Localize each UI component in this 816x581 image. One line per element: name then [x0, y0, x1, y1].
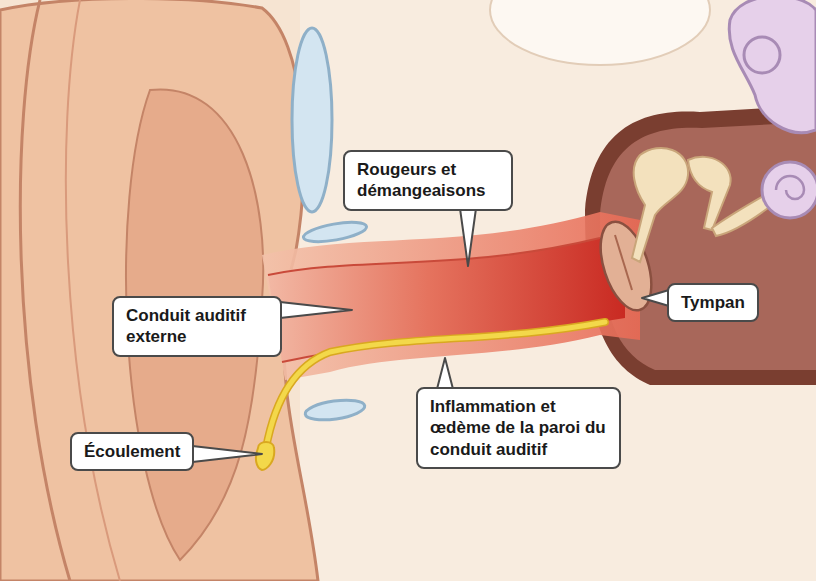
- callout-label: Tympan: [681, 292, 745, 313]
- callout-pointer: [642, 290, 669, 306]
- callout-box: Inflammation et œdème de la paroi du con…: [416, 387, 621, 469]
- callout-box: Conduit auditif externe: [112, 296, 282, 357]
- callout-box: Écoulement: [70, 432, 194, 471]
- cochlea: [762, 162, 816, 218]
- eardrum-detail: [615, 235, 632, 290]
- callout-pointer: [280, 302, 352, 318]
- callout-label: Rougeurs et démangeaisons: [357, 159, 499, 202]
- semicircular-canal: [744, 37, 780, 73]
- callout-box: Tympan: [667, 283, 759, 322]
- callout-pointer: [192, 446, 262, 462]
- callout-label: Inflammation et œdème de la paroi du con…: [430, 396, 607, 460]
- cartilage: [292, 28, 332, 212]
- canal-edge: [268, 238, 600, 275]
- semicircular-canals: [729, 0, 816, 133]
- callout-label: Écoulement: [84, 441, 180, 462]
- cartilage: [302, 219, 368, 246]
- cartilage: [304, 397, 366, 423]
- callout-label: Conduit auditif externe: [126, 305, 268, 348]
- helix-rim: [20, 0, 70, 581]
- callout-pointer: [460, 209, 476, 267]
- malleus: [632, 148, 688, 262]
- discharge-drop: [256, 442, 274, 470]
- skull-bone: [490, 0, 710, 65]
- callout-pointer: [437, 358, 453, 389]
- callout-box: Rougeurs et démangeaisons: [343, 150, 513, 211]
- cochlea-spiral: [776, 176, 804, 199]
- middle-ear-cavity: [585, 105, 816, 385]
- antihelix: [66, 0, 120, 581]
